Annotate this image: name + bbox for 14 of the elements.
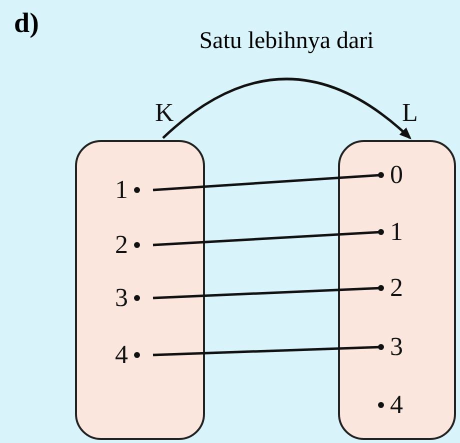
set-name: L: [402, 98, 418, 128]
element-number: 3: [115, 283, 128, 313]
element-number: 1: [115, 175, 128, 205]
curved-arrow: [162, 78, 412, 140]
element-number: 1: [390, 217, 403, 247]
panel-label: d): [14, 8, 39, 40]
element-number: 0: [390, 160, 403, 190]
element-number: 3: [390, 332, 403, 362]
element-number: 2: [115, 230, 128, 260]
set-name: K: [155, 98, 174, 128]
element-number: 4: [390, 390, 403, 420]
element-number: 2: [390, 273, 403, 303]
edge-label: Satu lebihnya dari: [199, 28, 374, 55]
element-number: 4: [115, 340, 128, 370]
